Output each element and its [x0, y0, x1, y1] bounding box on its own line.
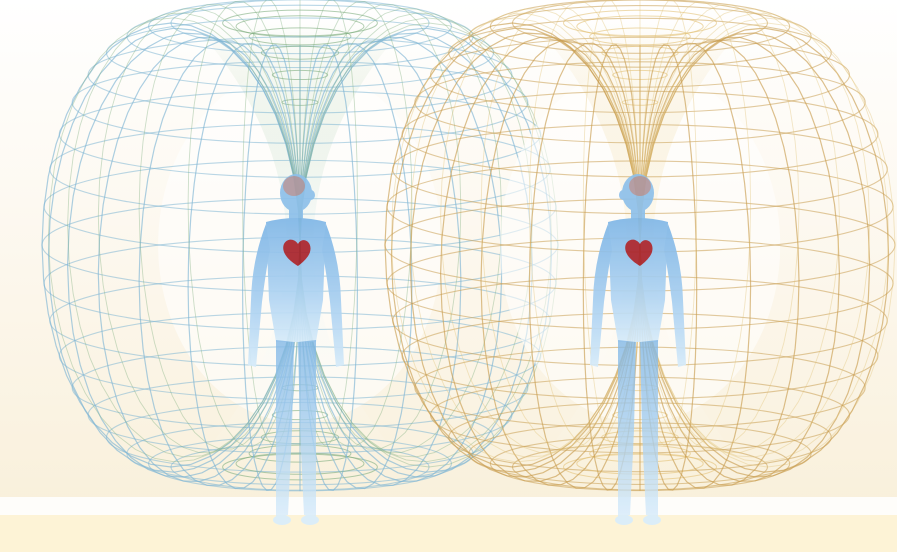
brain-icon: [283, 176, 305, 196]
floor-reflection: [0, 497, 897, 515]
brain-icon: [629, 176, 651, 196]
floor-band: [0, 515, 897, 552]
